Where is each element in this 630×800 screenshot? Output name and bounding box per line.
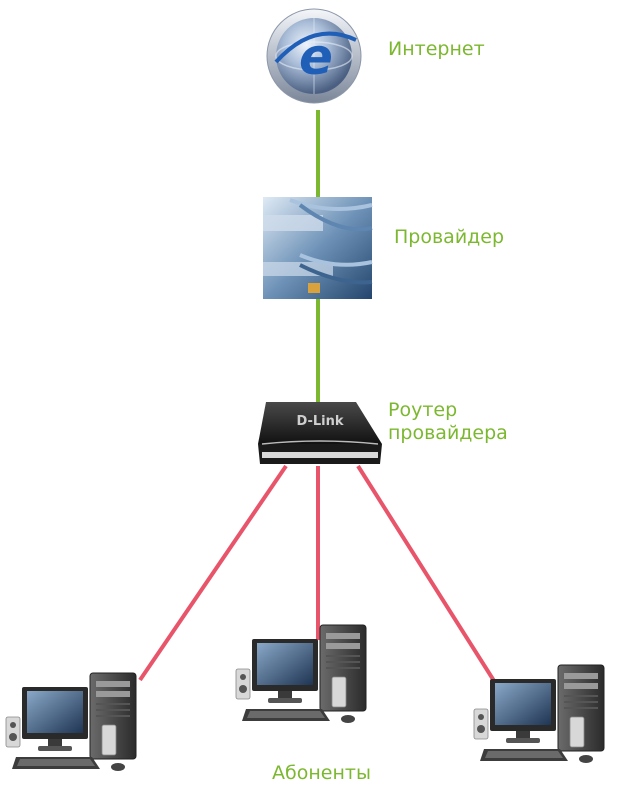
- subscribers-label: Абоненты: [272, 762, 371, 784]
- subscriber-computer-1: [5, 672, 137, 772]
- server-rack-cables-icon: [263, 197, 373, 299]
- internet-explorer-globe-icon: e: [266, 8, 362, 104]
- router-label-line1: Роутер: [388, 399, 458, 421]
- link-router-subscriber-1: [138, 464, 288, 682]
- provider-label: Провайдер: [394, 226, 505, 248]
- router-icon: D-Link: [258, 402, 382, 464]
- router-label: Роутер провайдера: [388, 399, 508, 445]
- link-router-subscriber-3: [356, 464, 498, 686]
- svg-text:D-Link: D-Link: [296, 414, 343, 429]
- router-label-line2: провайдера: [388, 422, 508, 444]
- subscriber-computer-2: [235, 624, 367, 724]
- internet-label: Интернет: [388, 38, 485, 60]
- subscriber-computer-3: [473, 664, 605, 764]
